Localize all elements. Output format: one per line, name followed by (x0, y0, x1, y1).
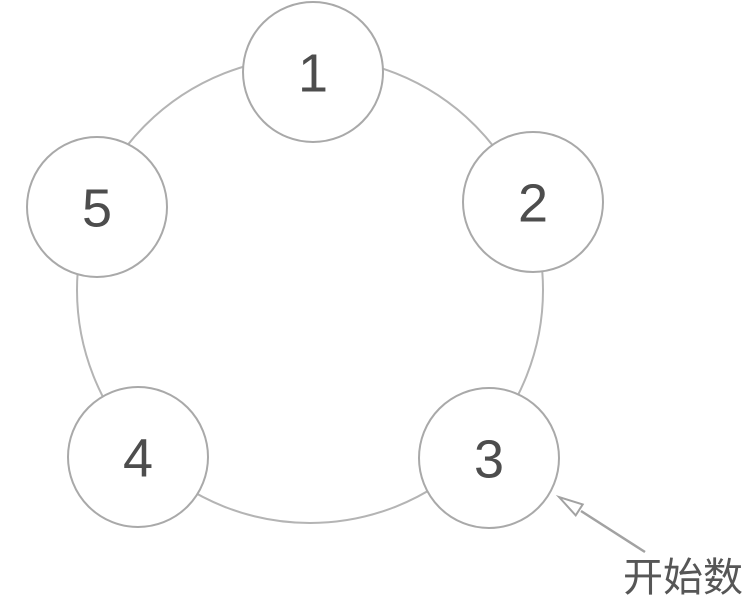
start-counting-label: 开始数 (623, 556, 743, 600)
node-2-circle (462, 131, 604, 273)
node-2-label: 2 (518, 173, 548, 233)
node-3-label: 3 (474, 429, 504, 489)
node-4-label: 4 (123, 428, 153, 488)
node-3-circle (418, 387, 560, 529)
arrow-shaft-line (580, 509, 646, 554)
node-1-circle (242, 1, 384, 143)
start-pointer-arrow (555, 494, 646, 554)
node-5-label: 5 (82, 178, 112, 238)
node-4-circle (67, 386, 209, 528)
arrow-head-icon (555, 494, 585, 518)
node-1-label: 1 (298, 43, 328, 103)
node-5-circle (26, 136, 168, 278)
nodes-layer: 1 2 3 4 5 (26, 1, 604, 529)
